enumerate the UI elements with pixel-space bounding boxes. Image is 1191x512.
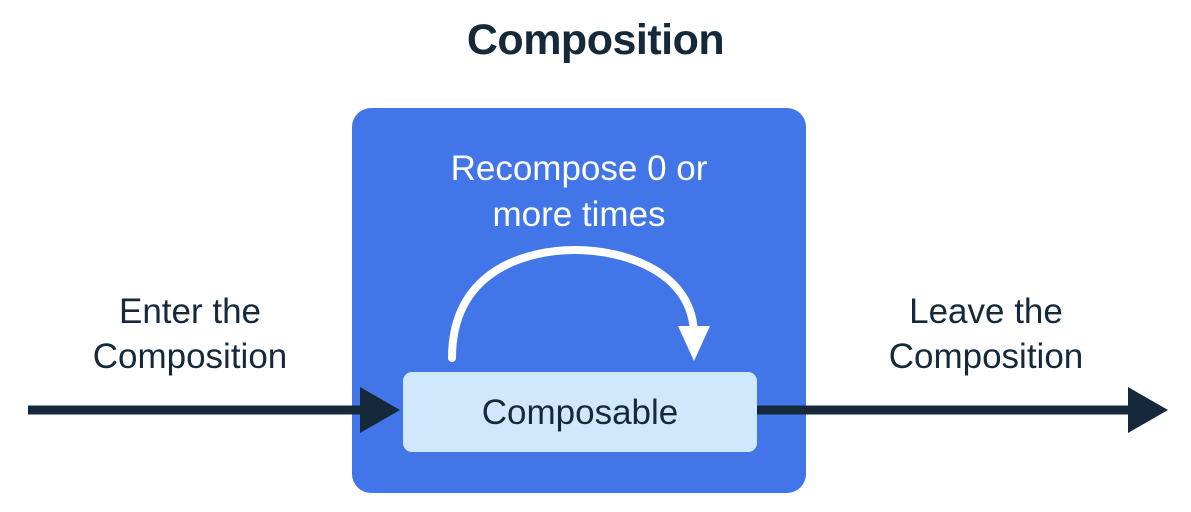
enter-arrow-icon [28, 387, 400, 433]
recompose-caption: Recompose 0 or more times [450, 149, 708, 234]
leave-composition-label: Leave the Composition [888, 292, 1084, 376]
composable-node[interactable]: Composable [403, 372, 757, 452]
enter-composition-label: Enter the Composition [92, 292, 288, 376]
leave-arrow-icon [757, 387, 1168, 433]
page-title: Composition [466, 16, 725, 64]
composable-node-label: Composable [481, 392, 679, 432]
